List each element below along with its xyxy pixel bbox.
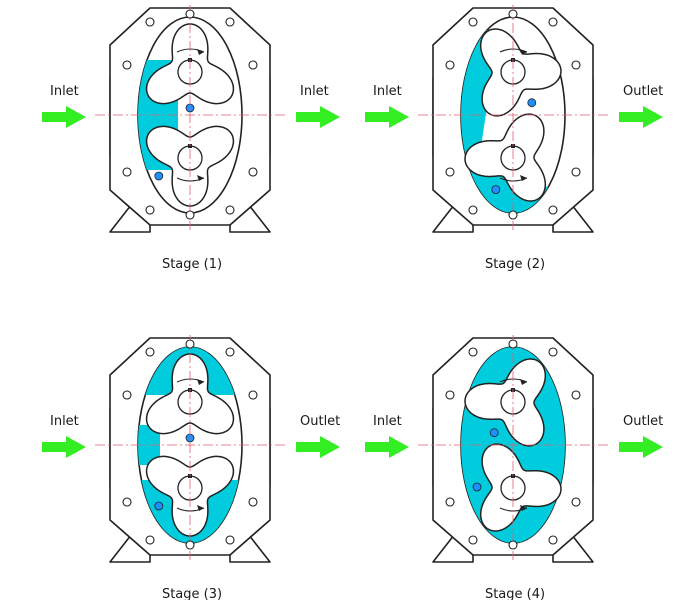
bolt-hole (548, 535, 558, 545)
rotation-arrowhead (197, 49, 204, 55)
bolt-hole (122, 390, 132, 400)
bolt-hole (445, 497, 455, 507)
bolt-hole (248, 390, 258, 400)
bolt-hole (571, 60, 581, 70)
bolt-hole (185, 540, 195, 550)
left-flow-arrow (42, 106, 86, 128)
lobe-marker-dot (527, 98, 537, 108)
bolt-hole (548, 17, 558, 27)
bolt-hole (571, 390, 581, 400)
bolt-hole (145, 535, 155, 545)
bolt-hole (468, 535, 478, 545)
bolt-hole (571, 167, 581, 177)
bolt-hole (508, 210, 518, 220)
left-flow-label: Inlet (373, 414, 402, 429)
bolt-hole (225, 205, 235, 215)
left-flow-arrow (365, 436, 409, 458)
lobe-marker-dot (491, 185, 501, 195)
bolt-hole (248, 60, 258, 70)
right-flow-arrow (619, 436, 663, 458)
bolt-hole (548, 347, 558, 357)
bolt-hole (445, 60, 455, 70)
stage-caption: Stage (2) (485, 257, 545, 272)
rotation-arrowhead (520, 49, 527, 55)
bolt-hole (122, 60, 132, 70)
stage-caption: Stage (3) (162, 587, 222, 600)
right-flow-arrow (296, 106, 340, 128)
bolt-hole (468, 17, 478, 27)
bolt-hole (468, 347, 478, 357)
bolt-hole (248, 167, 258, 177)
right-flow-label: Outlet (300, 414, 340, 429)
bolt-hole (145, 347, 155, 357)
bolt-hole (145, 17, 155, 27)
bolt-hole (445, 390, 455, 400)
rotation-arrowhead (520, 175, 527, 181)
bolt-hole (468, 205, 478, 215)
bolt-hole (185, 210, 195, 220)
bolt-hole (445, 167, 455, 177)
bolt-hole (185, 339, 195, 349)
bolt-hole (548, 205, 558, 215)
rotation-arrowhead (520, 379, 527, 385)
lobe-marker-dot (154, 171, 164, 181)
rotation-arrowhead (197, 505, 204, 511)
bolt-hole (122, 167, 132, 177)
left-flow-label: Inlet (50, 414, 79, 429)
bolt-hole (571, 497, 581, 507)
rotation-arrowhead (520, 505, 527, 511)
stage-caption: Stage (1) (162, 257, 222, 272)
lobe-marker-dot (154, 501, 164, 511)
rotation-arrowhead (197, 175, 204, 181)
stage-caption: Stage (4) (485, 587, 545, 600)
right-flow-label: Outlet (623, 84, 663, 99)
bolt-hole (225, 17, 235, 27)
right-flow-arrow (619, 106, 663, 128)
lobe-marker-dot (472, 482, 482, 492)
right-flow-arrow (296, 436, 340, 458)
left-flow-label: Inlet (373, 84, 402, 99)
bolt-hole (508, 540, 518, 550)
right-flow-label: Inlet (300, 84, 329, 99)
left-flow-arrow (42, 436, 86, 458)
bolt-hole (225, 347, 235, 357)
bolt-hole (508, 9, 518, 19)
bolt-hole (145, 205, 155, 215)
bolt-hole (508, 339, 518, 349)
lobe-marker-dot (489, 428, 499, 438)
rotation-arrowhead (197, 379, 204, 385)
bolt-hole (225, 535, 235, 545)
left-flow-label: Inlet (50, 84, 79, 99)
bolt-hole (122, 497, 132, 507)
bolt-hole (248, 497, 258, 507)
left-flow-arrow (365, 106, 409, 128)
right-flow-label: Outlet (623, 414, 663, 429)
bolt-hole (185, 9, 195, 19)
